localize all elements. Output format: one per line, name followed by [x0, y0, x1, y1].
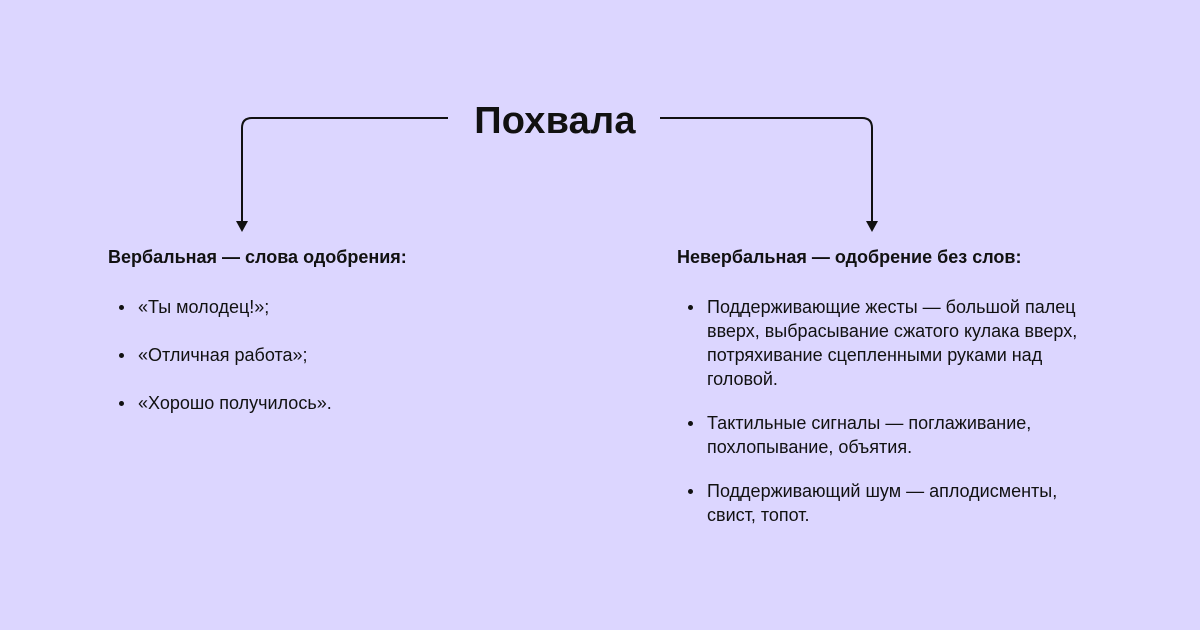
list-item: «Отличная работа»;: [108, 343, 548, 367]
list-item-text: «Хорошо получилось».: [138, 393, 332, 413]
list-item-text: Тактильные сигналы — поглаживание, похло…: [707, 413, 1032, 457]
list-item-text: «Отличная работа»;: [138, 345, 308, 365]
list-item: Поддерживающий шум — аплодисменты, свист…: [677, 479, 1097, 527]
list-item: «Ты молодец!»;: [108, 295, 548, 319]
nonverbal-list: Поддерживающие жесты — большой палец вве…: [677, 295, 1097, 527]
left-connector-arrow: [241, 117, 448, 224]
verbal-list: «Ты молодец!»; «Отличная работа»; «Хорош…: [108, 295, 548, 415]
nonverbal-praise-column: Невербальная — одобрение без слов: Подде…: [677, 244, 1097, 527]
verbal-heading: Вербальная — слова одобрения:: [108, 247, 407, 267]
left-arrowhead-icon: [236, 221, 248, 232]
right-connector-arrow: [660, 117, 873, 224]
bullet-icon: [119, 353, 124, 358]
bullet-icon: [688, 305, 693, 310]
nonverbal-heading: Невербальная — одобрение без слов:: [677, 247, 1022, 267]
list-item-text: Поддерживающий шум — аплодисменты, свист…: [707, 481, 1058, 525]
right-arrowhead-icon: [866, 221, 878, 232]
diagram-title: Похвала: [474, 100, 636, 142]
bullet-icon: [688, 421, 693, 426]
list-item-text: Поддерживающие жесты — большой палец вве…: [707, 297, 1078, 389]
list-item: Поддерживающие жесты — большой палец вве…: [677, 295, 1097, 391]
list-item: «Хорошо получилось».: [108, 391, 548, 415]
bullet-icon: [688, 489, 693, 494]
bullet-icon: [119, 305, 124, 310]
list-item: Тактильные сигналы — поглаживание, похло…: [677, 411, 1097, 459]
bullet-icon: [119, 401, 124, 406]
verbal-praise-column: Вербальная — слова одобрения: «Ты молоде…: [108, 244, 548, 415]
list-item-text: «Ты молодец!»;: [138, 297, 270, 317]
